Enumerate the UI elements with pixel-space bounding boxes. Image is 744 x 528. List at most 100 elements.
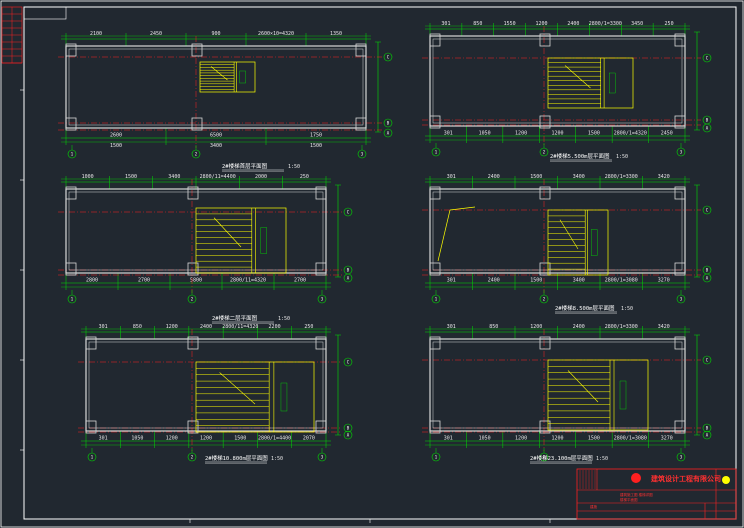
wall-outline: [65, 45, 367, 129]
dimension-label-bottom: 2800/1=4400: [258, 436, 291, 442]
column: [65, 117, 77, 131]
column: [85, 336, 97, 350]
stair-break-line: [210, 66, 228, 81]
plan-scale: 1:50: [621, 306, 633, 312]
axis-bubble-label: A: [706, 276, 709, 281]
dimension-label-bottom: 2450: [661, 131, 673, 137]
stair-outline: [547, 359, 649, 431]
axis-bubble-label: A: [347, 433, 350, 438]
plan-scale: 1:50: [616, 154, 628, 160]
axis-bubble-bottom: [317, 452, 327, 462]
dimension-label-bottom: 2600: [110, 133, 122, 139]
axis-bubble-bottom: [539, 294, 549, 304]
column: [539, 420, 551, 434]
dimension-label-bottom-2: 1500: [310, 143, 322, 149]
axis-bubble-right: [343, 430, 353, 440]
dimension-label-top: 1000: [82, 174, 94, 180]
dimension-label-top: 2200: [269, 324, 281, 330]
stair-break-line: [213, 217, 242, 248]
axis-bubble-right: [702, 123, 712, 133]
stair-outline: [547, 209, 609, 276]
stair-break-line: [564, 65, 591, 89]
north-arrow-icon: [722, 476, 730, 484]
axis-bubble-label: C: [347, 210, 350, 215]
dimension-label-top: 2000: [255, 174, 267, 180]
axis-bubble-label: 2: [543, 150, 546, 155]
axis-bubble-bottom: [187, 294, 197, 304]
plan-scale: 1:50: [596, 456, 608, 462]
dimension-label-bottom: 2800/1=3080: [614, 436, 647, 442]
plan-title: 2#楼梯二层平面图: [212, 314, 258, 322]
plan-title: 2#楼梯首层平面图: [222, 162, 268, 170]
axis-bubble-right: [702, 430, 712, 440]
title-block: 建筑设计工程有限公司 建筑施工图 楼梯详图 楼梯平面图 建施: [576, 468, 737, 520]
column: [674, 262, 686, 276]
axis-bubble-bottom: [539, 147, 549, 157]
axis-bubble-label: B: [347, 426, 350, 431]
dimension-label-top: 2400: [567, 21, 579, 27]
axis-bubble-label: 3: [680, 297, 683, 302]
dimension-label-top: 2400: [573, 324, 585, 330]
axis-bubble-bottom: [67, 149, 77, 159]
axis-bubble-label: 3: [680, 455, 683, 460]
dimension-label-bottom-2: 1500: [110, 143, 122, 149]
dimension-label-top: 1350: [330, 31, 342, 37]
axis-bubble-label: 2: [191, 455, 194, 460]
plan-scale: 1:50: [271, 456, 283, 462]
axis-bubble-label: 1: [71, 297, 74, 302]
dimension-label-top: 850: [133, 324, 142, 330]
dimension-label-top: 2100: [90, 31, 102, 37]
axis-bubble-bottom: [67, 294, 77, 304]
dimension-label-top: 2800/11=4320: [222, 324, 258, 330]
axis-bubble-right: [383, 118, 393, 128]
dimension-label-top: 2400: [200, 324, 212, 330]
dimension-label-bottom: 2800/1=4320: [614, 131, 647, 137]
stair-break-line: [559, 219, 579, 250]
plan-scale: 1:50: [278, 316, 290, 322]
dimension-label-bottom: 1050: [479, 436, 491, 442]
dimension-label-top: 3450: [631, 21, 643, 27]
axis-bubble-label: B: [706, 426, 709, 431]
column: [674, 420, 686, 434]
dimension-label-bottom: 3270: [658, 278, 670, 284]
axis-bubble-bottom: [431, 294, 441, 304]
stair-ramp-line: [449, 206, 476, 211]
axis-bubble-label: B: [387, 121, 390, 126]
axis-bubble-label: 1: [435, 297, 438, 302]
axis-bubble-label: C: [706, 208, 709, 213]
top-label-box: [23, 6, 67, 20]
plan-title: 2#楼梯23.100m层平面图: [530, 454, 593, 462]
axis-bubble-label: C: [387, 55, 390, 60]
dimension-label-top: 1500: [125, 174, 137, 180]
axis-bubble-label: A: [706, 433, 709, 438]
dimension-label-bottom: 301: [447, 278, 456, 284]
dimension-label-top: 250: [665, 21, 674, 27]
axis-bubble-bottom: [357, 149, 367, 159]
dimension-label-bottom: 3270: [661, 436, 673, 442]
axis-bubble-label: B: [706, 118, 709, 123]
column: [191, 43, 203, 57]
axis-bubble-label: 2: [543, 455, 546, 460]
dimension-label-bottom: 1200: [166, 436, 178, 442]
landing-mark: [239, 70, 246, 84]
dimension-label-bottom: 1200: [200, 436, 212, 442]
axis-bubble-right: [702, 355, 712, 365]
axis-bubble-right: [343, 357, 353, 367]
axis-bubble-bottom: [431, 452, 441, 462]
column: [674, 186, 686, 200]
dimension-label-top: 3400: [573, 174, 585, 180]
column: [539, 336, 551, 350]
axis-bubble-bottom: [87, 452, 97, 462]
column: [187, 262, 199, 276]
landing-mark: [260, 227, 267, 254]
wall-outline: [429, 35, 686, 127]
column: [429, 420, 441, 434]
dimension-label-bottom: 2400: [488, 278, 500, 284]
titleblock-line2: 楼梯平面图: [620, 497, 638, 502]
column: [674, 33, 686, 47]
axis-bubble-right: [702, 53, 712, 63]
